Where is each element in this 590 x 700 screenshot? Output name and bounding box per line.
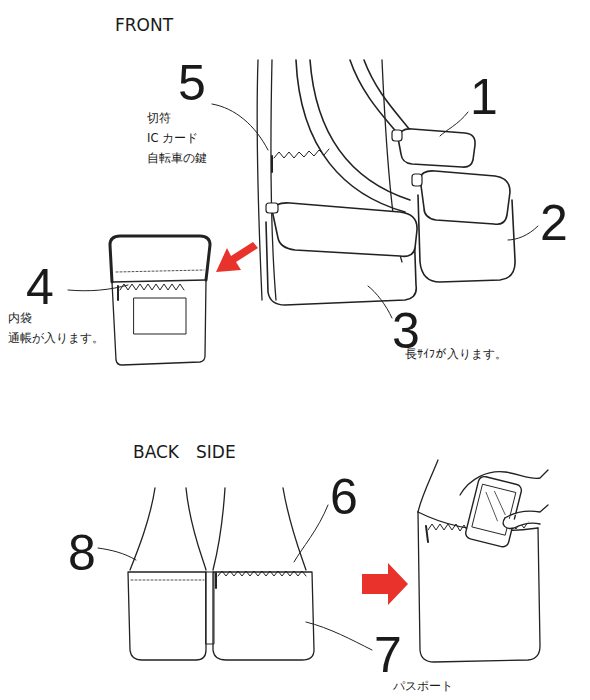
callout-number: 4 bbox=[26, 262, 54, 312]
contents-note: IC カード bbox=[147, 132, 198, 145]
callout-number: 1 bbox=[470, 72, 498, 122]
callout-number: 5 bbox=[178, 58, 206, 108]
section-heading: BACK SIDE bbox=[133, 443, 236, 463]
callout-number: 6 bbox=[330, 472, 358, 522]
contents-note: 切符 bbox=[147, 112, 171, 125]
callout-number: 8 bbox=[68, 528, 96, 578]
contents-note: 長ｻｲﾌが入ります。 bbox=[405, 348, 507, 361]
section-heading: FRONT bbox=[115, 16, 173, 36]
callout-number: 2 bbox=[540, 198, 568, 248]
part-name: 内袋 bbox=[8, 312, 32, 325]
contents-note: 自転車の鍵 bbox=[147, 152, 207, 165]
contents-note: 通帳が入ります。 bbox=[8, 332, 104, 345]
contents-note: パスポート bbox=[393, 680, 453, 693]
callout-number: 7 bbox=[374, 630, 402, 680]
